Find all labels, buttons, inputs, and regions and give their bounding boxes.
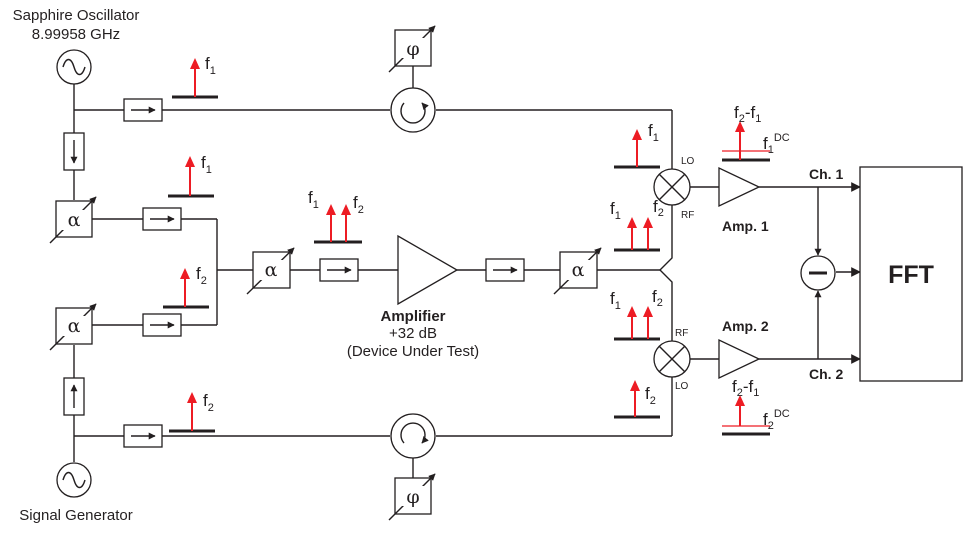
spectrum-bottom-line: f2	[169, 391, 215, 433]
svg-text:f1: f1	[201, 153, 212, 176]
mixer1-rf-port: RF	[681, 210, 694, 221]
isolator-icon	[142, 313, 182, 337]
amplifier-dut-label: (Device Under Test)	[347, 343, 479, 360]
isolator-icon	[63, 377, 85, 416]
svg-text:f1: f1	[205, 54, 216, 77]
isolator-icon	[123, 98, 163, 122]
channel2-label: Ch. 2	[809, 366, 843, 382]
fft-label: FFT	[888, 261, 934, 289]
spectrum-if2: f2-f1 f2DC	[722, 377, 790, 436]
mixer-icon	[653, 340, 691, 378]
signal-generator-label: Signal Generator	[19, 507, 132, 524]
circulator-icon	[390, 87, 436, 133]
attenuator-bottom: α	[49, 303, 97, 351]
subtractor-icon	[800, 255, 836, 291]
attenuator-icon: α	[68, 315, 81, 337]
svg-text:f2: f2	[196, 264, 207, 287]
signal-generator-source	[56, 462, 92, 498]
spectrum-mixer1-lo: f1	[614, 121, 660, 169]
attenuator-icon: α	[572, 259, 585, 281]
spectrum-if1: f2-f1 f1DC	[722, 103, 790, 162]
mixer2-lo-port: LO	[675, 381, 689, 392]
svg-text:f2-f1: f2-f1	[732, 377, 759, 399]
spectrum-top-branch: f1	[168, 153, 214, 198]
attenuator-top: α	[49, 196, 97, 244]
phase-shifter-icon: φ	[406, 38, 419, 60]
circulator-icon	[390, 413, 436, 459]
svg-text:f2: f2	[203, 391, 214, 414]
isolator-icon	[142, 207, 182, 231]
mixer-icon	[653, 168, 691, 206]
spectrum-mixer2-rf: f1 f2	[610, 287, 663, 341]
amp2-label: Amp. 2	[722, 318, 769, 334]
oscillator-title: Sapphire Oscillator	[13, 7, 140, 24]
phase-shifter-top: φ	[388, 25, 436, 88]
mixer2-rf-port: RF	[675, 328, 688, 339]
attenuator-icon: α	[265, 259, 278, 281]
oscillator-frequency: 8.99958 GHz	[32, 26, 120, 43]
svg-text:f2: f2	[353, 193, 364, 216]
spectrum-dut-input: f1 f2	[308, 188, 364, 244]
isolator-icon	[63, 132, 85, 171]
phase-shifter-bottom: φ	[388, 458, 436, 521]
amp1-label: Amp. 1	[722, 218, 769, 234]
spectrum-top-line: f1	[172, 54, 218, 99]
amplifier-icon	[397, 234, 459, 306]
svg-text:f2: f2	[652, 287, 663, 309]
svg-text:f1DC: f1DC	[763, 132, 790, 156]
spectrum-bottom-branch: f2	[163, 264, 209, 309]
spectrum-mixer1-rf: f1 f2	[610, 197, 664, 252]
isolator-icon	[485, 258, 525, 282]
svg-text:f2: f2	[653, 197, 664, 219]
isolator-icon	[319, 258, 359, 282]
mixer1-lo-port: LO	[681, 156, 695, 167]
sapphire-oscillator-source	[56, 49, 92, 85]
phase-shifter-icon: φ	[406, 486, 419, 508]
attenuator-icon: α	[68, 209, 81, 231]
amplifier-icon	[718, 166, 761, 208]
attenuator-output: α	[553, 247, 602, 295]
svg-text:f1: f1	[648, 121, 659, 144]
svg-text:f2: f2	[645, 384, 656, 407]
amplifier-gain: +32 dB	[389, 325, 437, 342]
amplifier-icon	[718, 338, 761, 380]
spectrum-mixer2-lo: f2	[614, 380, 660, 419]
sine-source-icon	[62, 471, 86, 489]
isolator-icon	[123, 424, 163, 448]
attenuator-combiner: α	[246, 247, 295, 295]
svg-text:f1: f1	[308, 188, 319, 211]
channel1-label: Ch. 1	[809, 166, 843, 182]
fft-analyzer-box	[859, 166, 963, 382]
sine-source-icon	[62, 58, 86, 76]
signal-wires	[73, 84, 861, 462]
amplifier-title: Amplifier	[380, 308, 445, 325]
svg-text:f2-f1: f2-f1	[734, 103, 761, 125]
svg-text:f1: f1	[610, 289, 621, 312]
svg-text:f2DC: f2DC	[763, 408, 790, 432]
svg-text:f1: f1	[610, 199, 621, 222]
